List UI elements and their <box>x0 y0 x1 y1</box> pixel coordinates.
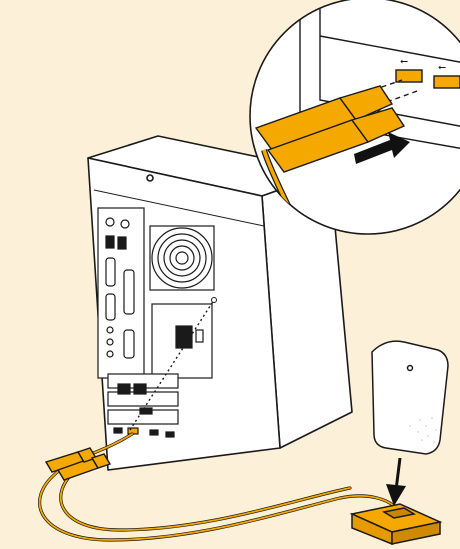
usb-icon: ⭠ <box>400 56 408 67</box>
audio-jack <box>107 339 113 345</box>
ps2-port <box>106 236 114 248</box>
usb-port <box>166 432 174 437</box>
ps2-port <box>118 237 126 249</box>
device-led <box>408 366 413 371</box>
parallel-port <box>124 270 134 314</box>
serial-port <box>106 258 115 286</box>
vga-port <box>124 330 134 358</box>
firewire-port <box>140 408 152 414</box>
usb-port-zoom <box>434 76 460 88</box>
audio-port <box>121 220 129 228</box>
external-device <box>372 341 448 454</box>
audio-jack <box>107 351 113 357</box>
network-port <box>118 384 130 394</box>
usb-port <box>114 428 122 433</box>
power-switch <box>196 330 203 342</box>
io-plate <box>98 208 144 378</box>
usb-port <box>150 430 158 435</box>
usb-icon: ⭠ <box>438 62 446 73</box>
audio-port <box>106 218 114 226</box>
network-port <box>134 384 146 394</box>
tower-top-screw <box>147 175 153 181</box>
serial-port <box>106 294 115 320</box>
device-body <box>372 341 448 454</box>
audio-jack <box>107 327 113 333</box>
